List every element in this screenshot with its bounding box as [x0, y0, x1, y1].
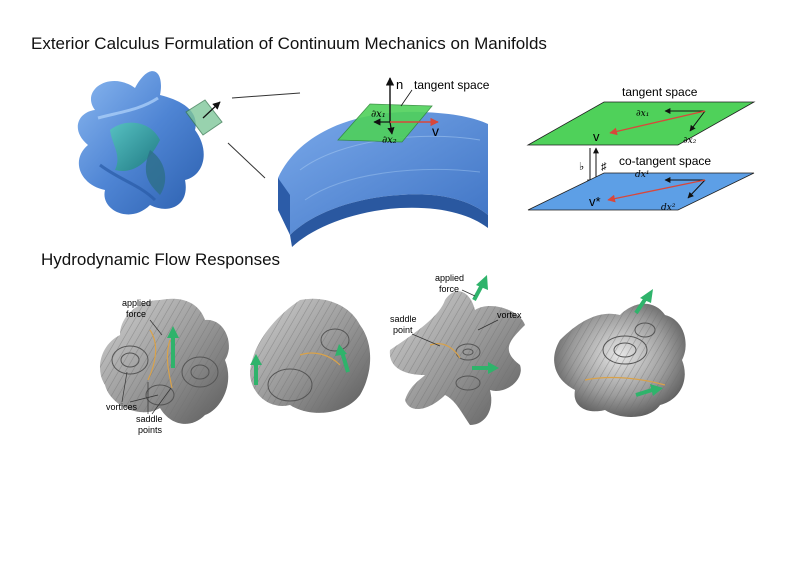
- tangent-patch-marker: [185, 99, 223, 136]
- bottom-basis1-label: dx¹: [635, 170, 649, 180]
- fig3-force-label-1: applied: [435, 273, 464, 283]
- top-vector-label: v: [593, 129, 600, 144]
- zoom-line-lower: [227, 142, 266, 179]
- bottom-basis2-arrow: [687, 179, 706, 199]
- fig3-vortex-leader: [477, 319, 499, 331]
- flat-symbol: ♭: [579, 161, 584, 173]
- fig3-force-label-2: force: [439, 284, 459, 294]
- basis2-label: ∂x₂: [382, 135, 397, 146]
- force-arrow-4b-head: [650, 384, 663, 396]
- bottom-vector-label: v*: [589, 194, 601, 209]
- sharp-symbol: ♯: [601, 161, 607, 173]
- cotangent-space-plane: [527, 172, 755, 211]
- force-arrow-2b-head: [335, 344, 347, 356]
- fig3-saddle-label-1: saddle: [390, 314, 417, 324]
- force-arrow-2a-head: [250, 354, 262, 365]
- top-basis2-label: ∂x₂: [683, 136, 697, 146]
- normal-label: n: [396, 77, 403, 92]
- zoom-line-upper: [231, 92, 301, 99]
- fig3-saddle-label-2: point: [393, 325, 413, 335]
- fig1-saddle-label-1: saddle: [136, 414, 163, 424]
- tangent-space-label: tangent space: [414, 78, 490, 92]
- force-arrow-2b: [340, 351, 350, 373]
- force-arrow-3a: [472, 284, 484, 301]
- fig1-vortices-leader-b: [129, 394, 159, 403]
- fig1-vortices-label: vortices: [106, 402, 138, 412]
- fig1-vortices-leader-a: [121, 371, 128, 403]
- bottom-vector-arrow: [607, 179, 706, 203]
- flow-surface-1: [100, 298, 229, 424]
- force-arrow-4a: [634, 296, 648, 315]
- top-plane-label: tangent space: [622, 85, 698, 99]
- bottom-basis2-label: dx²: [661, 203, 676, 213]
- basis1-label: ∂x₁: [371, 109, 386, 120]
- force-arrow-1-head: [167, 326, 179, 338]
- section-title-exterior-calculus: Exterior Calculus Formulation of Continu…: [31, 34, 547, 53]
- force-arrow-4a-head: [640, 289, 653, 303]
- tangent-space-leader: [400, 89, 413, 107]
- fig1-saddle-leader-b: [151, 387, 172, 415]
- top-vector-arrow: [609, 110, 706, 136]
- fig3-vortex-label: vortex: [497, 310, 522, 320]
- top-basis1-label: ∂x₁: [636, 109, 649, 119]
- fig3-force-leader: [461, 289, 476, 297]
- flow-surface-2: [250, 298, 371, 413]
- flow-surface-3: [389, 291, 525, 425]
- manifold-surface-blob: [77, 71, 204, 215]
- force-arrow-3a-head: [476, 275, 488, 290]
- vector-v-label: v: [432, 123, 439, 139]
- fig3-saddle-leader: [411, 333, 441, 347]
- fig1-force-leader: [149, 319, 163, 336]
- bottom-plane-label: co-tangent space: [619, 154, 711, 168]
- fig1-force-label-1: applied: [122, 298, 151, 308]
- section-title-hydrodynamic: Hydrodynamic Flow Responses: [41, 250, 281, 269]
- fig1-saddle-label-2: points: [138, 425, 163, 435]
- tangent-plane-green: [337, 103, 433, 143]
- basis2-arrow: [387, 121, 395, 135]
- fig1-force-label-2: force: [126, 309, 146, 319]
- top-basis2-arrow: [689, 110, 706, 132]
- flow-surface-4: [554, 303, 686, 417]
- force-arrow-3b-head: [488, 362, 499, 374]
- force-arrow-4b: [635, 388, 653, 397]
